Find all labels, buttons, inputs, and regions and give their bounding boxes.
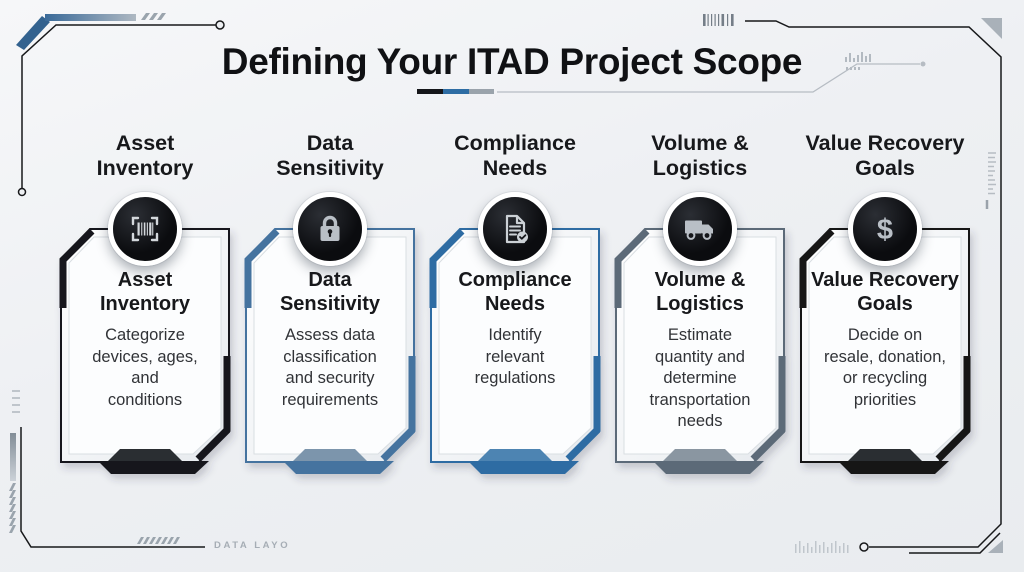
card-title: Asset Inventory (99, 269, 191, 315)
card-title: Compliance Needs (458, 269, 572, 315)
column-header-value-recovery: Value Recovery Goals (805, 131, 965, 180)
page-title: Defining Your ITAD Project Scope (221, 41, 803, 82)
top-left-ornament (16, 13, 225, 197)
right-edge-ticks (985, 152, 996, 209)
card-value-recovery-goals: Value Recovery Goals $ Value Recovery Go… (799, 131, 971, 476)
watermark-text: DATA LAYO (214, 540, 291, 551)
barcode-icon (108, 192, 182, 266)
dollar-icon: $ (848, 192, 922, 266)
card-body: Categorize devices, ages, and conditions (92, 326, 198, 409)
barcode-ornament (703, 14, 734, 26)
column-header-volume-logistics: Volume & Logistics (651, 131, 749, 180)
document-check-icon (478, 192, 552, 266)
corner-triangle-top-right (981, 18, 1002, 39)
bottom-left-ornament (9, 390, 205, 548)
column-header-compliance-needs: Compliance Needs (454, 131, 576, 180)
top-right-ornament (497, 14, 1002, 552)
truck-icon (663, 192, 737, 266)
card-volume-logistics: Volume & Logistics Volume & Logistics Es… (614, 131, 786, 476)
card-data-sensitivity: Data Sensitivity Data Sensitivity Assess… (244, 131, 416, 476)
card-body: Assess data classification and security … (281, 326, 379, 409)
barcode-ornament-bottom (795, 541, 849, 553)
lock-icon (293, 192, 367, 266)
title-underline (417, 89, 494, 94)
card-asset-inventory: Asset Inventory Asset Inven (59, 131, 231, 476)
card-compliance-needs: Compliance Needs (429, 131, 601, 476)
card-body: Identify relevant regulations (474, 326, 556, 387)
corner-triangle-bottom-right (988, 540, 1003, 553)
card-body: Estimate quantity and determine transpor… (649, 326, 751, 430)
card-title: Volume & Logistics (654, 269, 746, 315)
bottom-right-ornament (795, 532, 1003, 554)
card-body: Decide on resale, donation, or recycling… (823, 326, 946, 409)
card-title: Value Recovery Goals (811, 269, 959, 315)
column-header-asset-inventory: Asset Inventory (96, 131, 194, 180)
svg-text:$: $ (877, 214, 893, 246)
column-header-data-sensitivity: Data Sensitivity (276, 131, 384, 180)
card-title: Data Sensitivity (279, 269, 381, 315)
